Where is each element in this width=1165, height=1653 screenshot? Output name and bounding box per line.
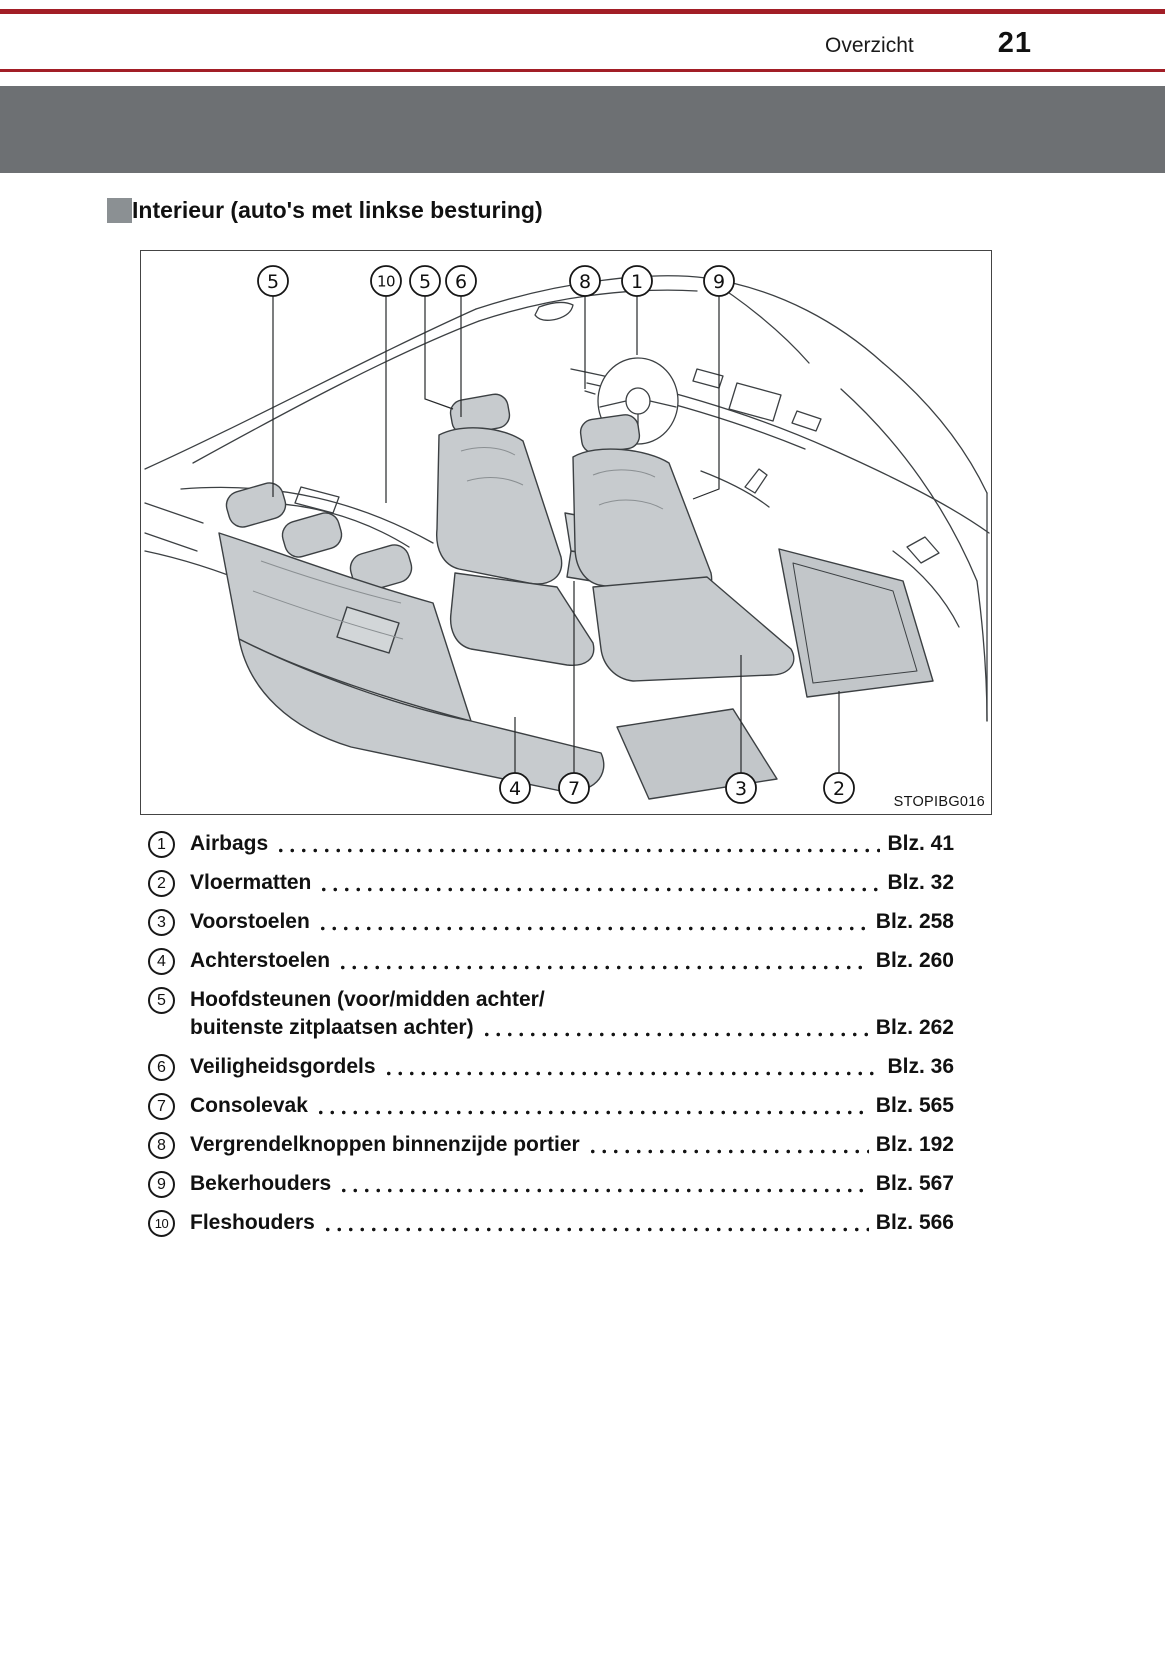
dot-leader [321, 1209, 869, 1237]
item-label-continued: buitenste zitplaatsen achter) [190, 1016, 474, 1039]
seat-details [252, 447, 664, 640]
callout-number: 5 [419, 271, 431, 293]
list-item: 1 Airbags Blz. 41 [148, 830, 954, 858]
item-page-ref: Blz. 565 [875, 1094, 954, 1117]
item-number-badge: 3 [148, 909, 175, 936]
item-label: Veiligheidsgordels [190, 1055, 376, 1078]
item-label: Fleshouders [190, 1211, 315, 1234]
section-title: Interieur (auto's met linkse besturing) [132, 197, 543, 223]
callout-number: 9 [713, 271, 725, 293]
figure-code: STOPIBG016 [893, 794, 985, 810]
dot-leader [382, 1053, 881, 1081]
item-number-badge: 10 [148, 1210, 175, 1237]
callout-circle [703, 265, 735, 297]
leader-lines [272, 296, 840, 773]
item-label: Vloermatten [190, 871, 312, 894]
top-accent-rule [0, 9, 1165, 14]
item-number-badge: 2 [148, 870, 175, 897]
callouts-bottom: 4 7 3 2 [499, 772, 855, 804]
callout-number: 5 [267, 271, 279, 293]
dot-leader [275, 830, 881, 858]
list-item: 9 Bekerhouders Blz. 567 [148, 1170, 954, 1198]
list-item: 5 Hoofdsteunen (voor/midden achter/ buit… [148, 986, 954, 1042]
item-label-line2: buitenste zitplaatsen achter) Blz. 262 [190, 1014, 954, 1042]
callout-circle [445, 265, 477, 297]
callout-number: 4 [509, 778, 521, 800]
item-page-ref: Blz. 36 [887, 1055, 954, 1078]
dot-leader [480, 1014, 869, 1042]
item-number-badge: 5 [148, 987, 175, 1014]
legend-list: 1 Airbags Blz. 41 2 Vloermatten Blz. 32 … [148, 830, 954, 1248]
dot-leader [337, 947, 869, 975]
callout-circle [621, 265, 653, 297]
callout-circle [370, 265, 402, 297]
list-item: 2 Vloermatten Blz. 32 [148, 869, 954, 897]
item-label: Voorstoelen [190, 910, 310, 933]
item-number-badge: 8 [148, 1132, 175, 1159]
callout-circle [499, 772, 531, 804]
header-accent-rule [0, 69, 1165, 72]
chapter-title: Overzicht [825, 34, 914, 57]
callout-circle [409, 265, 441, 297]
callout-circle [725, 772, 757, 804]
list-item: 7 Consolevak Blz. 565 [148, 1092, 954, 1120]
item-label: Consolevak [190, 1094, 308, 1117]
item-number-badge: 9 [148, 1171, 175, 1198]
item-number-badge: 6 [148, 1054, 175, 1081]
callout-number: 3 [735, 778, 747, 800]
page-number: 21 [997, 27, 1032, 59]
callout-number: 8 [579, 271, 591, 293]
item-page-ref: Blz. 32 [887, 871, 954, 894]
section-bullet-square [107, 198, 132, 223]
item-label-block: Hoofdsteunen (voor/midden achter/ buiten… [190, 986, 954, 1042]
list-item: 3 Voorstoelen Blz. 258 [148, 908, 954, 936]
item-page-ref: Blz. 41 [887, 832, 954, 855]
callout-circle [823, 772, 855, 804]
dot-leader [338, 1170, 869, 1198]
item-number-badge: 4 [148, 948, 175, 975]
item-page-ref: Blz. 567 [875, 1172, 954, 1195]
callout-number: 1 [631, 271, 643, 293]
list-item: 8 Vergrendelknoppen binnenzijde portier … [148, 1131, 954, 1159]
item-label: Bekerhouders [190, 1172, 332, 1195]
item-label: Hoofdsteunen (voor/midden achter/ [190, 988, 545, 1011]
item-page-ref: Blz. 262 [875, 1016, 954, 1039]
dot-leader [314, 1092, 869, 1120]
car-interior-illustration: 5 10 5 6 8 1 9 4 7 3 [144, 265, 990, 804]
callout-circle [558, 772, 590, 804]
page-header: Overzicht 21 [825, 27, 1032, 60]
item-page-ref: Blz. 258 [875, 910, 954, 933]
dot-leader [316, 908, 869, 936]
callout-number: 7 [568, 778, 580, 800]
callout-circle [569, 265, 601, 297]
callout-number: 10 [377, 273, 395, 291]
interior-figure: 5 10 5 6 8 1 9 4 7 3 [140, 250, 992, 815]
seats [218, 393, 934, 800]
callout-circle [257, 265, 289, 297]
callouts-top: 5 10 5 6 8 1 9 [257, 265, 735, 297]
item-page-ref: Blz. 566 [875, 1211, 954, 1234]
list-item: 10 Fleshouders Blz. 566 [148, 1209, 954, 1237]
chapter-banner [0, 86, 1165, 173]
dot-leader [586, 1131, 869, 1159]
callout-number: 6 [455, 271, 467, 293]
dot-leader [318, 869, 881, 897]
cabin-outline [144, 275, 990, 722]
list-item: 4 Achterstoelen Blz. 260 [148, 947, 954, 975]
callout-number: 2 [833, 778, 845, 800]
item-page-ref: Blz. 260 [875, 949, 954, 972]
list-item: 6 Veiligheidsgordels Blz. 36 [148, 1053, 954, 1081]
section-heading: Interieur (auto's met linkse besturing) [107, 196, 543, 225]
item-number-badge: 1 [148, 831, 175, 858]
item-label: Vergrendelknoppen binnenzijde portier [190, 1133, 580, 1156]
item-label: Airbags [190, 832, 269, 855]
item-label: Achterstoelen [190, 949, 331, 972]
item-page-ref: Blz. 192 [875, 1133, 954, 1156]
item-number-badge: 7 [148, 1093, 175, 1120]
